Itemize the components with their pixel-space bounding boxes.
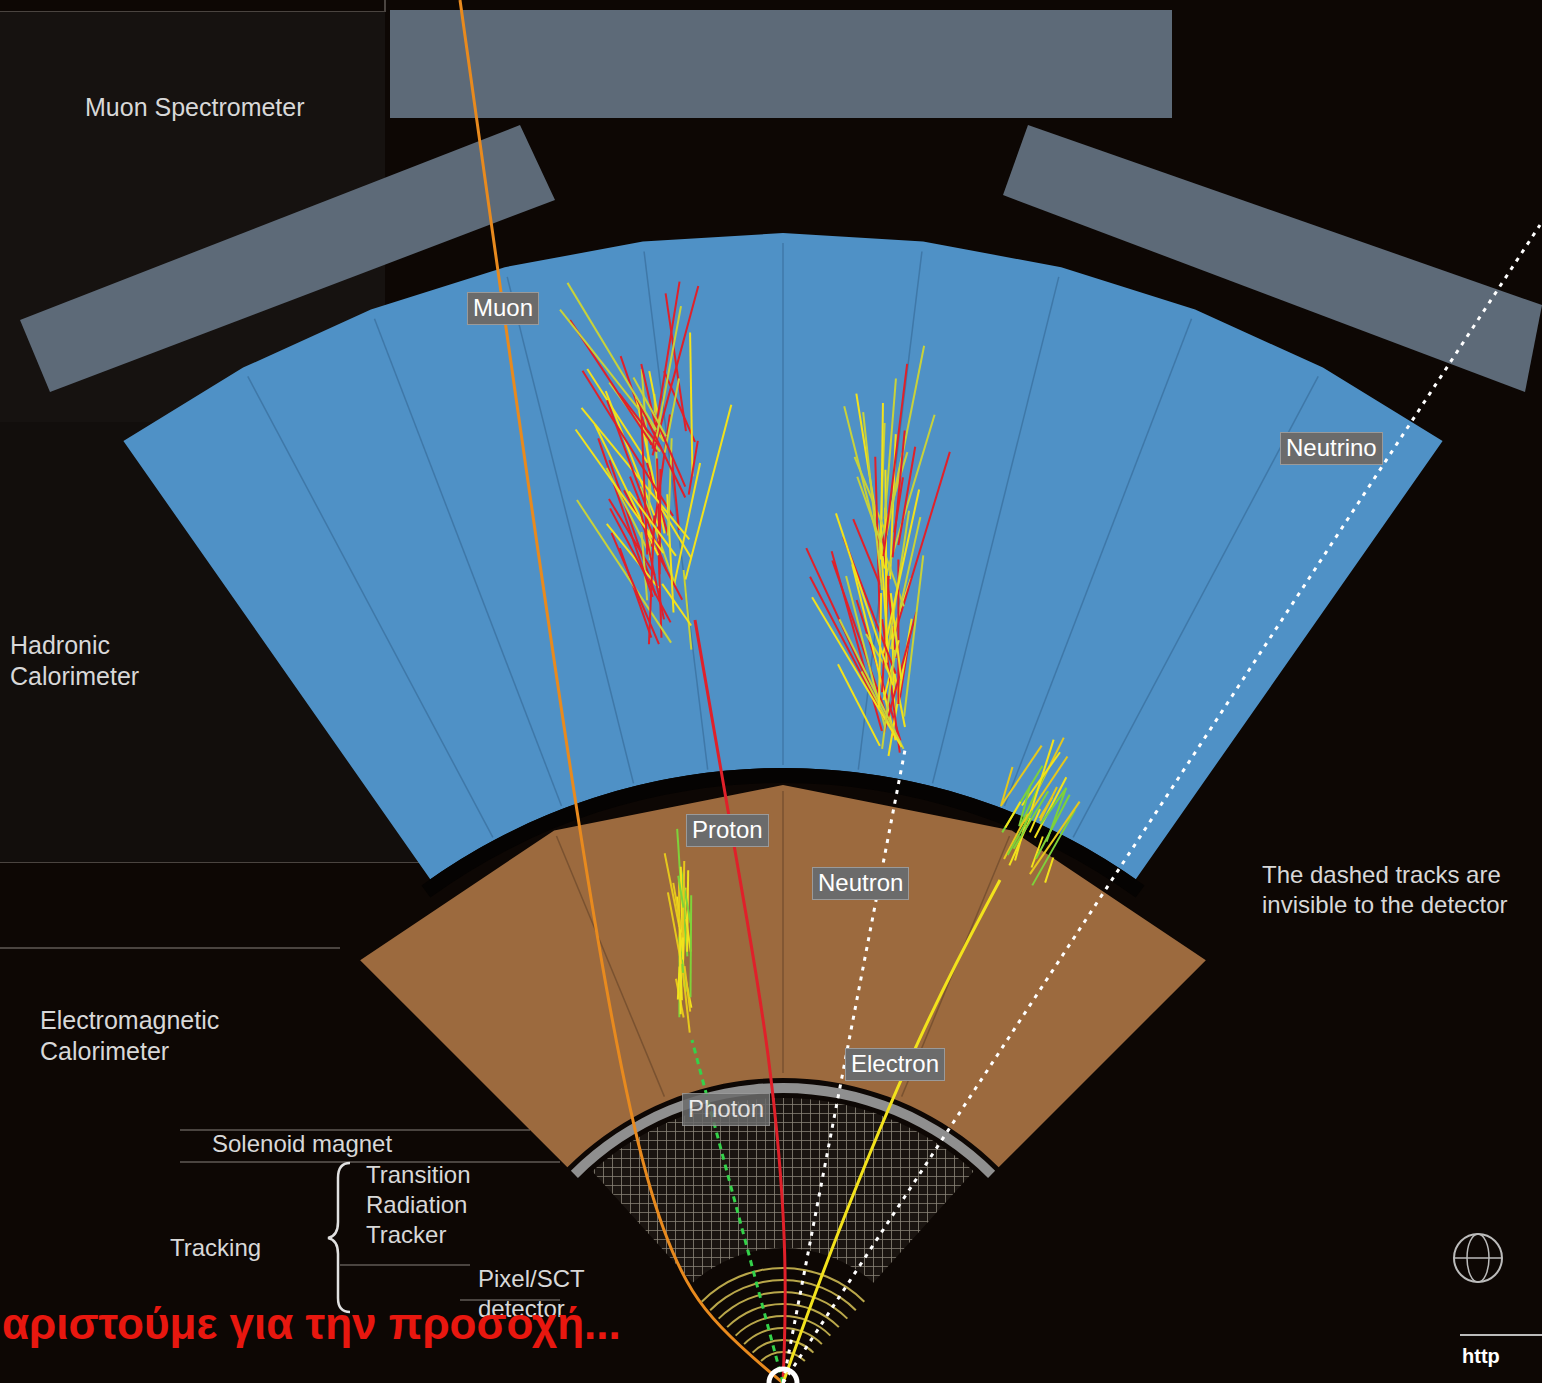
shower-branch (1045, 857, 1053, 882)
cell-divider (933, 277, 1059, 783)
shower-branch (1047, 788, 1067, 842)
cell-divider (507, 277, 633, 783)
shower-branch (679, 930, 682, 1015)
layer-label: Solenoid magnet (212, 1129, 472, 1159)
cell-divider (374, 319, 561, 806)
particle-name: Proton (692, 816, 763, 845)
neutrino-track (783, 225, 1540, 1383)
particle-tag: Neutrino (1280, 432, 1383, 465)
tracking-brace (328, 1163, 350, 1312)
shower-branch (1001, 767, 1012, 805)
shower-branch (1041, 788, 1066, 824)
cell-divider (248, 376, 493, 837)
particle-name: Electron (851, 1050, 939, 1079)
shower-branch (649, 516, 654, 645)
separator-line (384, 0, 386, 12)
layer-label: Transition Radiation Tracker (366, 1160, 526, 1250)
particle-tag: Muon (467, 292, 539, 325)
muon-chamber (390, 10, 1172, 118)
shower-branch (684, 570, 692, 650)
shower-branch (678, 967, 680, 1000)
layer-label: Muon Spectrometer (85, 92, 315, 123)
particle-name: Muon (473, 294, 533, 323)
shower-branch (882, 650, 895, 749)
shower-branch (685, 405, 731, 580)
shower-branch (1040, 797, 1053, 818)
cell-divider (1004, 319, 1191, 806)
shower-branch (690, 332, 692, 476)
shower-branch (1019, 785, 1030, 826)
closing-text: αριστούμε για την προσοχή... (2, 1296, 1102, 1351)
shower-branch (898, 447, 915, 545)
proton-track (695, 620, 785, 1383)
note-text: The dashed tracks are invisible to the d… (1262, 860, 1540, 920)
shower-branch (653, 286, 699, 455)
muon-track (460, 0, 783, 1383)
layer-label: Electromagnetic Calorimeter (40, 1005, 300, 1068)
photon-track (692, 1040, 783, 1383)
cell-divider (782, 243, 784, 765)
shower-branch (576, 429, 664, 553)
shower-branch (641, 403, 647, 555)
particle-tag: Photon (682, 1093, 770, 1126)
layer-label: Hadronic Calorimeter (10, 630, 230, 693)
shower-branch (855, 457, 887, 535)
shower-branch (629, 491, 676, 556)
shower-branch (839, 619, 903, 749)
shower-branch (678, 876, 683, 908)
shower-branch (1030, 802, 1080, 874)
particle-name: Neutrino (1286, 434, 1377, 463)
shower-branch (577, 500, 671, 643)
shower-branch (1014, 791, 1049, 849)
shower-branch (904, 555, 923, 716)
separator-line (340, 1264, 470, 1266)
particle-tag: Neutron (812, 867, 909, 900)
atlas-logo (1454, 1234, 1542, 1335)
particle-tag: Proton (686, 814, 769, 847)
shower-branch (660, 507, 691, 558)
shower-branch (689, 441, 698, 495)
collision-point (769, 1369, 797, 1383)
shower-branch (689, 895, 692, 997)
shower-branch (633, 378, 665, 437)
shower-branch (1005, 802, 1020, 828)
cell-divider (644, 251, 708, 769)
shower-branch (1029, 740, 1053, 817)
cell-divider (556, 836, 664, 1097)
particle-tag: Electron (845, 1048, 945, 1081)
shower-branch (883, 364, 907, 556)
shower-branch (685, 966, 691, 1012)
shower-branch (662, 584, 691, 626)
cell-divider (782, 791, 784, 1073)
logo-url: http (1462, 1344, 1542, 1369)
particle-name: Neutron (818, 869, 903, 898)
shower-branch (1008, 811, 1033, 855)
separator-line (0, 947, 340, 949)
layer-label: Tracking (170, 1233, 310, 1263)
shower-branch (567, 283, 656, 430)
shower-branch (810, 577, 884, 717)
electron-track (783, 880, 1000, 1383)
shower-branch (836, 513, 893, 685)
shower-branch (610, 508, 670, 622)
particle-name: Photon (688, 1095, 764, 1124)
shower-branch (893, 452, 949, 638)
shower-branch (666, 293, 686, 431)
shower-branch (659, 469, 662, 574)
shower-branch (863, 412, 882, 590)
shower-branch (595, 424, 658, 555)
